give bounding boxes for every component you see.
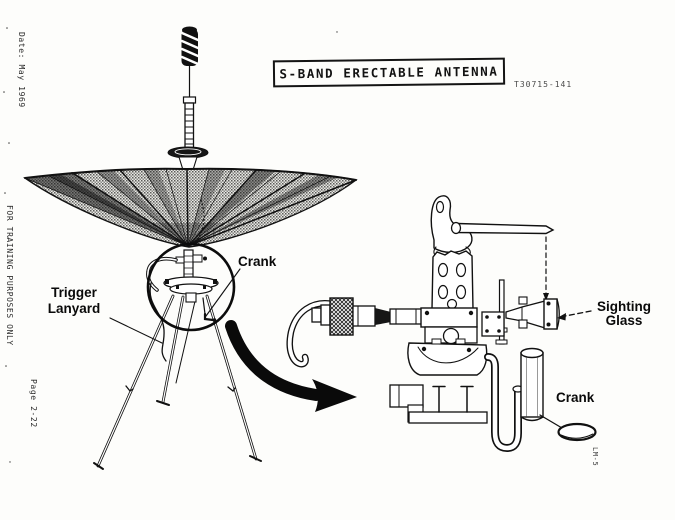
margin-training-stamp: FOR TRAINING PURPOSES ONLY [5, 205, 14, 346]
support-arm [450, 221, 555, 235]
crank-knob-icon [539, 414, 597, 442]
detail-drawing [286, 195, 597, 453]
antenna-dish [23, 167, 358, 248]
zoom-arrow-icon [225, 320, 357, 412]
margin-page-number: Page 2-22 [29, 379, 38, 428]
callout-circle [146, 242, 236, 332]
title-box: S-BAND ERECTABLE ANTENNA [272, 57, 506, 88]
trigger-lanyard-line [149, 282, 167, 362]
margin-date-stamp: Date: May 1969 [17, 32, 26, 108]
crank-handle-icon [202, 297, 217, 322]
crank-leader-line [205, 268, 241, 317]
sighting-glass-label: Sighting Glass [597, 299, 651, 328]
cylinder-housing [520, 347, 544, 422]
figure-number: T30715-141 [514, 80, 573, 89]
trigger-lanyard-leader-line [109, 317, 163, 344]
feed-disk [167, 146, 209, 171]
antenna-mast [182, 96, 197, 149]
cable-connector [311, 297, 391, 336]
cable-hook [286, 299, 337, 368]
crank-tube [484, 353, 524, 453]
crank-label-detail: Crank [556, 390, 595, 405]
sighting-glass-assembly [481, 296, 560, 337]
scan-specks [3, 27, 338, 463]
base-bracket [389, 384, 488, 424]
helical-antenna-tip-icon [180, 26, 200, 100]
upper-bracket [430, 195, 473, 259]
main-antenna-drawing [23, 26, 358, 470]
gearbox-body [407, 338, 488, 376]
hub-mechanism [146, 249, 219, 303]
page-title: S-BAND ERECTABLE ANTENNA [279, 63, 499, 82]
drawing-ref-stamp: LM-5 [591, 447, 599, 467]
trigger-lanyard-label: Trigger Lanyard [47, 285, 101, 316]
crank-label-main: Crank [238, 254, 277, 269]
